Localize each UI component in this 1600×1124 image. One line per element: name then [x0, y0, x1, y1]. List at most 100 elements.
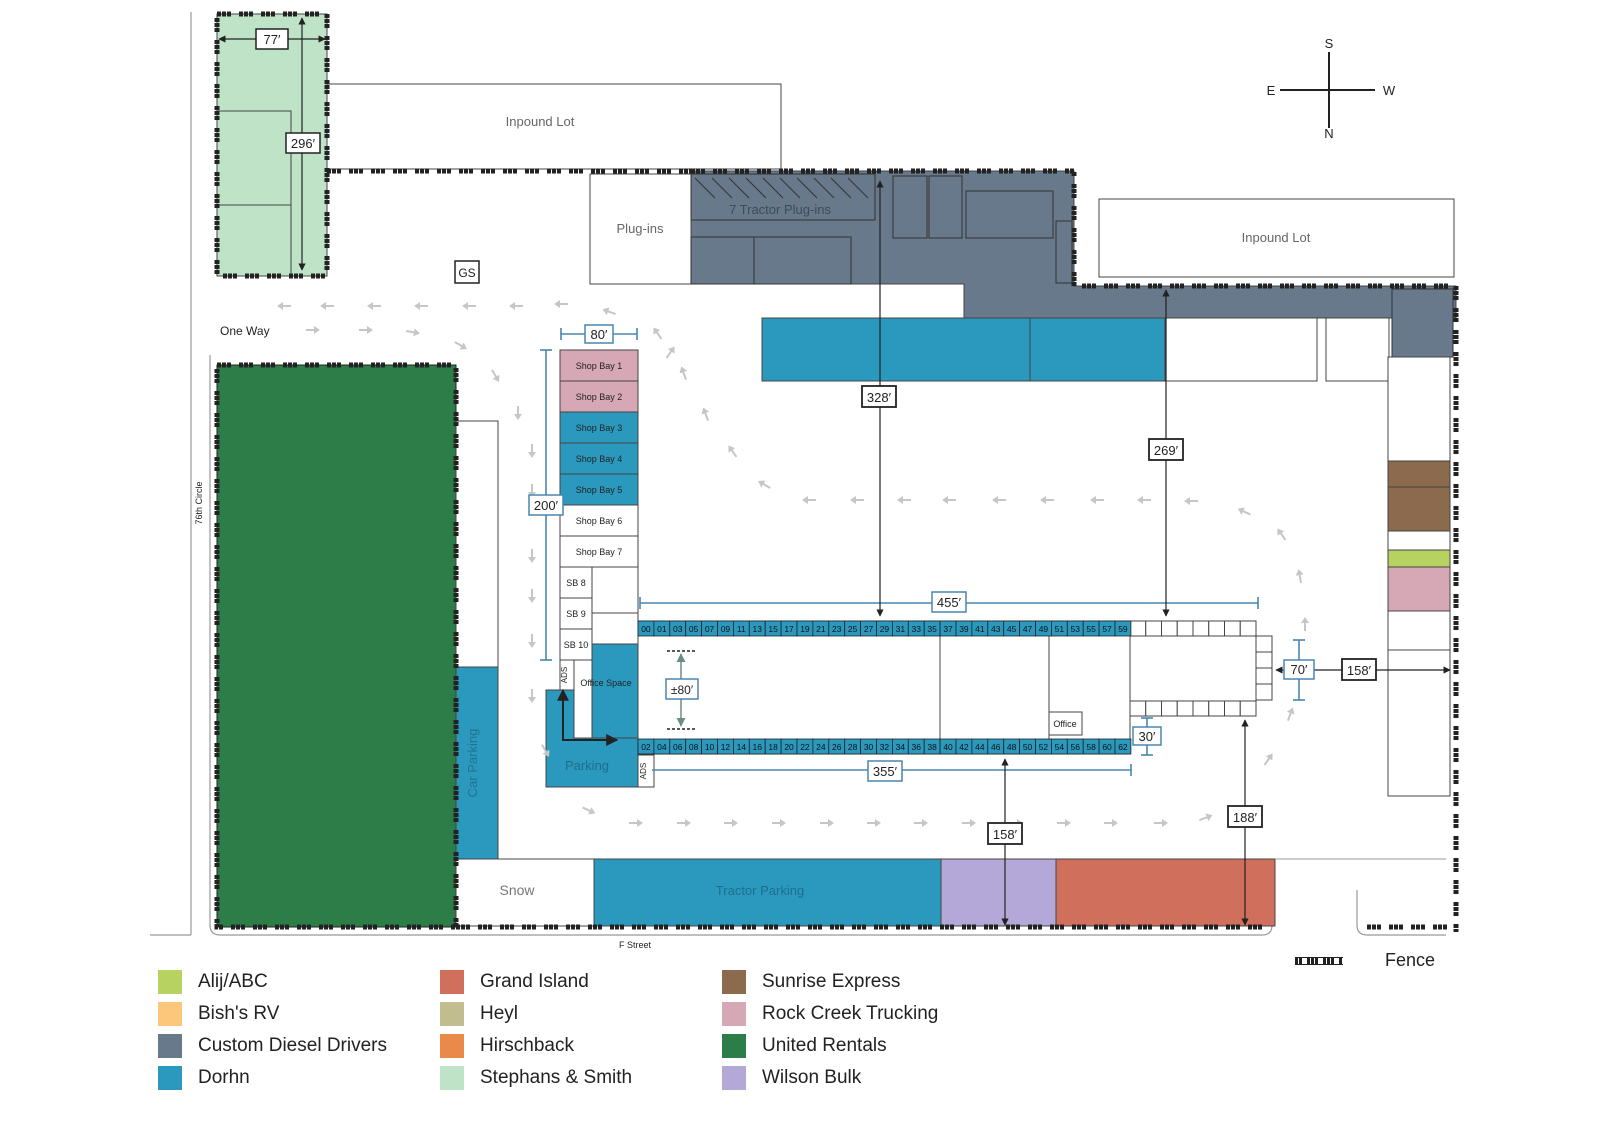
empty-door	[1239, 700, 1257, 717]
lot-united-rentals	[216, 364, 457, 928]
dock-door-label: 25	[848, 624, 858, 634]
dim-188: 188′	[1233, 810, 1258, 825]
dock-door-label: 53	[1071, 624, 1081, 634]
dock-door-label: 57	[1102, 624, 1112, 634]
flow-arrow-icon	[528, 689, 536, 703]
flow-arrow-icon	[1040, 496, 1054, 504]
flow-arrow-icon	[528, 444, 536, 458]
flow-arrow-icon	[867, 819, 881, 827]
shop-bay-8: SB 8	[566, 578, 586, 588]
dim-328: 328′	[867, 390, 892, 405]
dock-door-label: 04	[657, 742, 667, 752]
svg-text:ADS: ADS	[560, 667, 569, 683]
dock-door-label: 45	[1007, 624, 1017, 634]
dock-door-label: 09	[721, 624, 731, 634]
dim-200: 200′	[534, 498, 559, 513]
dock-door-label: 42	[959, 742, 969, 752]
empty-door	[1145, 620, 1162, 637]
street-name-76th: 76th Circle	[194, 481, 204, 524]
legend-swatch	[440, 1066, 464, 1090]
dock-door-label: 49	[1039, 624, 1049, 634]
dock-door-label: 07	[705, 624, 715, 634]
dock-door-label: 51	[1055, 624, 1065, 634]
dock-door-label: 31	[896, 624, 906, 634]
flow-arrow-icon	[1090, 496, 1104, 504]
dock-door-label: 02	[641, 742, 651, 752]
svg-text:Office: Office	[1053, 719, 1076, 729]
legend-swatch	[440, 1002, 464, 1026]
dock-door-label: 01	[657, 624, 667, 634]
flow-arrow-icon	[277, 302, 291, 310]
flow-arrow-icon	[1301, 617, 1309, 631]
empty-door	[1161, 700, 1178, 717]
lot-rock-creek	[1387, 566, 1451, 612]
legend-item: Grand Island	[440, 970, 589, 994]
flow-arrow-icon	[724, 819, 738, 827]
empty-door	[1176, 700, 1194, 717]
street-name-f: F Street	[619, 940, 652, 950]
dock-door-label: 05	[689, 624, 699, 634]
dim-296: 296′	[291, 136, 316, 151]
legend-item: Custom Diesel Drivers	[158, 1034, 387, 1058]
flow-arrow-icon	[1286, 707, 1295, 721]
flow-arrow-icon	[728, 445, 738, 458]
empty-door	[1224, 700, 1241, 717]
shop-bay-7: Shop Bay 7	[576, 547, 623, 557]
legend-swatch	[158, 1066, 182, 1090]
flow-arrow-icon	[1104, 819, 1118, 827]
fence-lines	[214, 11, 1459, 932]
legend-swatch	[158, 970, 182, 994]
dock-door-label: 47	[1023, 624, 1033, 634]
legend-label: Rock Creek Trucking	[762, 1003, 939, 1024]
legend-label: Alij/ABC	[198, 971, 268, 992]
dim-70: 70′	[1291, 662, 1308, 677]
dock-door-label: 13	[753, 624, 763, 634]
svg-text:S: S	[1325, 36, 1334, 51]
flow-arrow-icon	[528, 589, 536, 603]
svg-text:Inpound Lot: Inpound Lot	[1242, 230, 1311, 245]
flow-arrow-icon	[462, 302, 476, 310]
dock-door-label: 22	[800, 742, 810, 752]
empty-door	[1129, 620, 1147, 637]
shop-bay-3: Shop Bay 3	[576, 423, 623, 433]
flow-arrow-icon	[820, 819, 834, 827]
flow-arrow-icon	[679, 366, 688, 380]
legend-label: Bish's RV	[198, 1003, 280, 1024]
flow-arrow-icon	[1263, 753, 1273, 766]
flow-arrow-icon	[1137, 496, 1151, 504]
dock-door-label: 46	[991, 742, 1001, 752]
legend-label: Dorhn	[198, 1067, 250, 1088]
legend-label: Stephans & Smith	[480, 1067, 633, 1088]
legend-swatch	[158, 1002, 182, 1026]
flow-arrow-icon	[701, 407, 710, 421]
svg-text:GS: GS	[458, 266, 475, 280]
dim-455: 455′	[937, 595, 962, 610]
svg-text:Inpound Lot: Inpound Lot	[506, 114, 575, 129]
one-way-label: One Way	[220, 324, 270, 338]
dim-80-approx: ±80′	[671, 683, 694, 697]
lot-sunrise	[1387, 460, 1451, 532]
dock-door-label: 11	[737, 624, 746, 634]
svg-text:N: N	[1324, 126, 1333, 141]
svg-text:W: W	[1383, 83, 1396, 98]
dock-door-label: 38	[927, 742, 937, 752]
dim-80: 80′	[591, 327, 608, 342]
dock-door-label: 55	[1086, 624, 1096, 634]
dock-door-label: 62	[1118, 742, 1128, 752]
flow-arrow-icon	[554, 300, 568, 308]
legend-item: Wilson Bulk	[722, 1066, 861, 1090]
dock-door-label: 52	[1039, 742, 1049, 752]
flow-arrow-icon	[942, 496, 956, 504]
flow-arrow-icon	[528, 634, 536, 648]
dock-door-label: 48	[1007, 742, 1017, 752]
empty-door	[1176, 620, 1194, 637]
legend-label: United Rentals	[762, 1035, 887, 1056]
site-map: 76th Circle F Street S N E W 77′ 296′ In…	[150, 11, 1459, 950]
dock-door-label: 00	[641, 624, 651, 634]
flow-arrow-icon	[1184, 497, 1198, 505]
svg-text:E: E	[1267, 83, 1276, 98]
lot-wilson-bulk	[940, 858, 1057, 927]
shop-bay-4: Shop Bay 4	[576, 454, 623, 464]
dim-158-right: 158′	[1347, 663, 1372, 678]
gas-station	[454, 260, 480, 284]
